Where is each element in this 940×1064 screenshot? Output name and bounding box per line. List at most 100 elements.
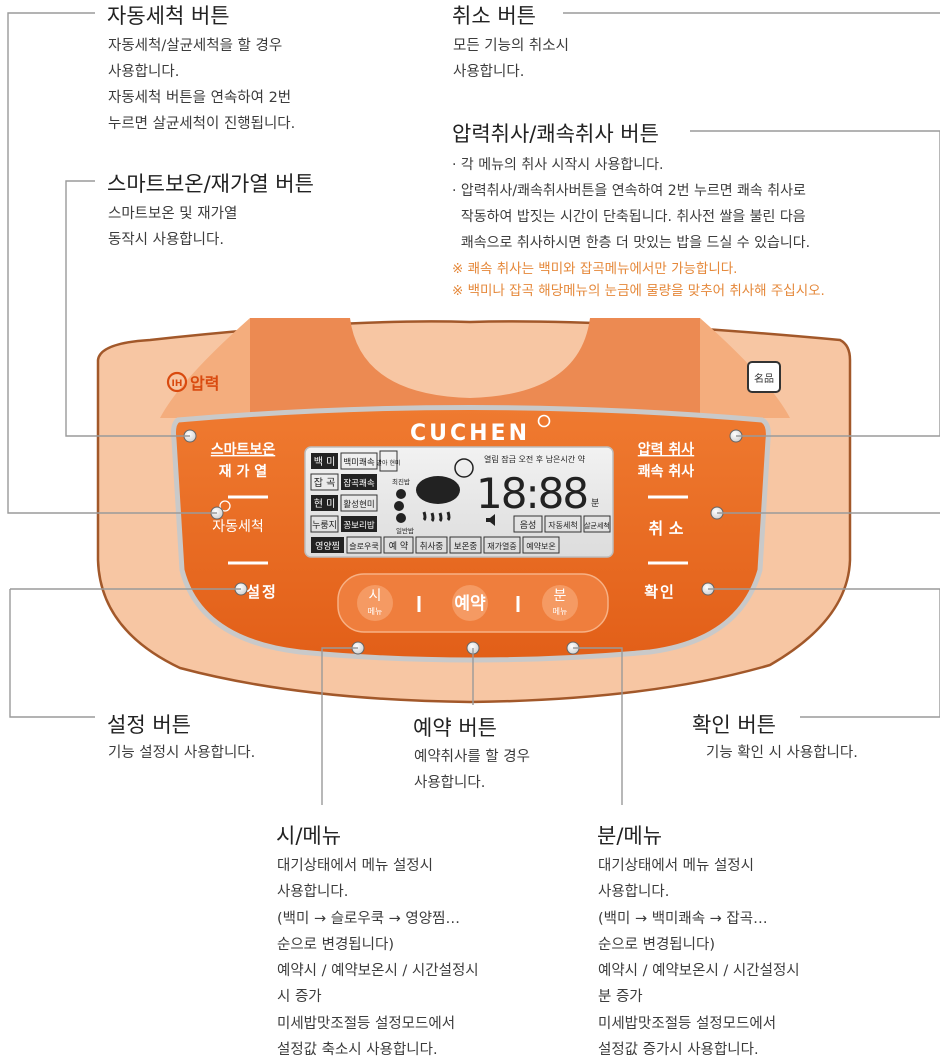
pressure-line: 쾌속으로 취사하시면 한층 더 맛있는 밥을 드실 수 있습니다.: [452, 235, 811, 251]
panel-mid: [250, 318, 700, 418]
lcd-label: 영양찜: [315, 541, 340, 552]
reserve-desc: 예약취사를 할 경우 사용합니다.: [414, 744, 530, 796]
min-menu-line: 순으로 변경됩니다): [598, 936, 715, 953]
smart-keep-button-label: 스마트보온: [211, 442, 276, 458]
pressure-desc: · 각 메뉴의 취사 시작시 사용합니다. · 압력취사/쾌속취사버튼을 연속하…: [452, 152, 810, 256]
pressure-button-label: 압력 취사: [638, 442, 695, 458]
hour-menu-line: 시 증가: [277, 989, 322, 1006]
brand-logo: CUCHEN: [410, 421, 530, 446]
smart-keep-desc: 스마트보온 및 재가열 동작시 사용합니다.: [108, 201, 237, 253]
confirm-button-label: 확인: [644, 583, 676, 601]
lcd-label: 예약보온: [526, 541, 555, 551]
brand-star-icon: [537, 414, 551, 428]
auto-clean-line: 사용합니다.: [108, 64, 180, 80]
lcd-label: 백 미: [314, 456, 336, 468]
hour-menu-button: [357, 585, 393, 621]
lcd-label: 예 약: [389, 540, 408, 552]
reserve-button: [452, 585, 488, 621]
seal-logo-text: 名品: [754, 372, 774, 385]
min-menu-line: (백미 → 백미쾌속 → 잡곡…: [598, 910, 768, 927]
hour-menu-title: 시/메뉴: [276, 824, 342, 848]
lcd-label: 백미쾌속: [343, 457, 374, 468]
hour-menu-line: 사용합니다.: [277, 884, 349, 901]
lcd-side-label: 일반밥: [396, 526, 414, 535]
ih-badge-icon: [166, 371, 188, 393]
lcd-label: 음성: [520, 520, 537, 531]
pressure-note: ※ 백미나 잡곡 해당메뉴의 눈금에 물량을 맞추어 취사해 주십시오.: [452, 283, 825, 299]
setting-title: 설정 버튼: [107, 713, 191, 737]
pressure-button-label2: 쾌속 취사: [638, 464, 695, 480]
hour-menu-line: 순으로 변경됩니다): [277, 936, 394, 953]
hour-button-sub: 메뉴: [368, 607, 383, 616]
hour-button-label: 시: [369, 588, 382, 604]
auto-clean-line: 자동세척 버튼을 연속하여 2번: [108, 90, 292, 106]
pressure-title: 압력취사/쾌속취사 버튼: [452, 122, 659, 146]
min-menu-button: [542, 585, 578, 621]
smart-keep-line: 동작시 사용합니다.: [108, 232, 224, 248]
auto-clean-line: 누르면 살균세척이 진행됩니다.: [108, 116, 296, 132]
confirm-title: 확인 버튼: [692, 713, 776, 737]
lcd-label: 잡 곡: [314, 477, 336, 489]
lcd-side-label: 최진밥: [392, 477, 410, 486]
lcd-label: 살균세척: [584, 521, 610, 530]
min-button-sub: 메뉴: [553, 607, 568, 616]
reserve-line: 사용합니다.: [414, 775, 486, 791]
lcd-label: 재가열중: [487, 542, 516, 551]
reserve-button-label: 예약: [454, 593, 486, 614]
cancel-button-label: 취 소: [648, 519, 683, 538]
auto-clean-desc: 자동세척/살균세척을 할 경우 사용합니다. 자동세척 버튼을 연속하여 2번 …: [108, 33, 295, 137]
hour-menu-desc: 대기상태에서 메뉴 설정시 사용합니다. (백미 → 슬로우쿡 → 영양찜… 순…: [277, 853, 479, 1063]
lcd-menu-grid: 백 미 백미쾌속 발아 현미 잡 곡 잡곡쾌속 현 미 활성현미 누룽지 꽁보리…: [310, 450, 611, 554]
panel-mid-left: [160, 318, 250, 418]
min-menu-desc: 대기상태에서 메뉴 설정시 사용합니다. (백미 → 백미쾌속 → 잡곡… 순으…: [598, 853, 800, 1063]
min-menu-line: 분 증가: [598, 989, 643, 1006]
ih-badge-text: IH: [172, 379, 183, 389]
pressure-line: · 각 메뉴의 취사 시작시 사용합니다.: [452, 157, 664, 173]
rice-level-icons: [394, 489, 406, 523]
hour-menu-line: 미세밥맛조절등 설정모드에서: [277, 1015, 456, 1032]
hour-menu-line: 대기상태에서 메뉴 설정시: [277, 858, 433, 874]
lcd-status-line: 열림 잠금 오전 후 남은시간 약: [484, 454, 586, 464]
min-button-label: 분: [554, 588, 567, 604]
cancel-line: 모든 기능의 취소시: [453, 38, 569, 54]
pressure-line: 작동하여 밥짓는 시간이 단축됩니다. 취사전 쌀을 불린 다음: [452, 209, 806, 225]
lcd-display: [304, 446, 614, 558]
hour-menu-line: 예약시 / 예약보온시 / 시간설정시: [277, 963, 479, 980]
lcd-label: 현 미: [314, 498, 336, 510]
setting-button-label: 설정: [246, 583, 278, 601]
setting-line: 기능 설정시 사용합니다.: [108, 745, 256, 761]
auto-clean-button-label: 자동세척: [212, 519, 264, 535]
auto-clean-line: 자동세척/살균세척을 할 경우: [108, 38, 283, 54]
pressure-notes: ※ 쾌속 취사는 백미와 잡곡메뉴에서만 가능합니다. ※ 백미나 잡곡 해당메…: [452, 258, 825, 302]
cancel-line: 사용합니다.: [453, 64, 525, 80]
confirm-line: 기능 확인 시 사용합니다.: [706, 745, 858, 761]
lcd-label: 발아 현미: [377, 459, 401, 467]
lcd-label: 누룽지: [312, 520, 337, 531]
lcd-label: 잡곡쾌속: [343, 478, 374, 489]
reserve-line: 예약취사를 할 경우: [414, 749, 530, 765]
lcd-label: 슬로우쿡: [349, 541, 378, 551]
min-menu-line: 미세밥맛조절등 설정모드에서: [598, 1015, 777, 1032]
setting-desc: 기능 설정시 사용합니다.: [108, 740, 255, 766]
smart-keep-title: 스마트보온/재가열 버튼: [107, 172, 314, 196]
rice-cooker-icon: [416, 458, 474, 523]
confirm-desc: 기능 확인 시 사용합니다.: [706, 740, 858, 766]
auto-clean-title: 자동세척 버튼: [107, 4, 230, 28]
min-menu-title: 분/메뉴: [597, 824, 663, 848]
auto-clean-icon: [219, 500, 231, 512]
smart-keep-line: 스마트보온 및 재가열: [108, 206, 238, 222]
lcd-label: 자동세척: [548, 521, 577, 530]
lcd-label: 꽁보리밥: [343, 521, 374, 531]
lcd-label: 보온중: [454, 542, 478, 552]
seal-logo: [747, 361, 781, 393]
lcd-label: 활성현미: [343, 499, 374, 510]
min-menu-line: 설정값 증가시 사용합니다.: [598, 1042, 759, 1059]
lcd-label: 취사중: [420, 542, 444, 552]
cancel-title: 취소 버튼: [452, 4, 536, 28]
lcd-min-unit: 분: [591, 498, 599, 509]
cancel-desc: 모든 기능의 취소시 사용합니다.: [453, 33, 569, 85]
ih-pressure-label: 압력: [190, 374, 219, 393]
hour-menu-line: (백미 → 슬로우쿡 → 영양찜…: [277, 910, 460, 927]
min-menu-line: 대기상태에서 메뉴 설정시: [598, 858, 754, 874]
min-menu-line: 예약시 / 예약보온시 / 시간설정시: [598, 963, 800, 980]
